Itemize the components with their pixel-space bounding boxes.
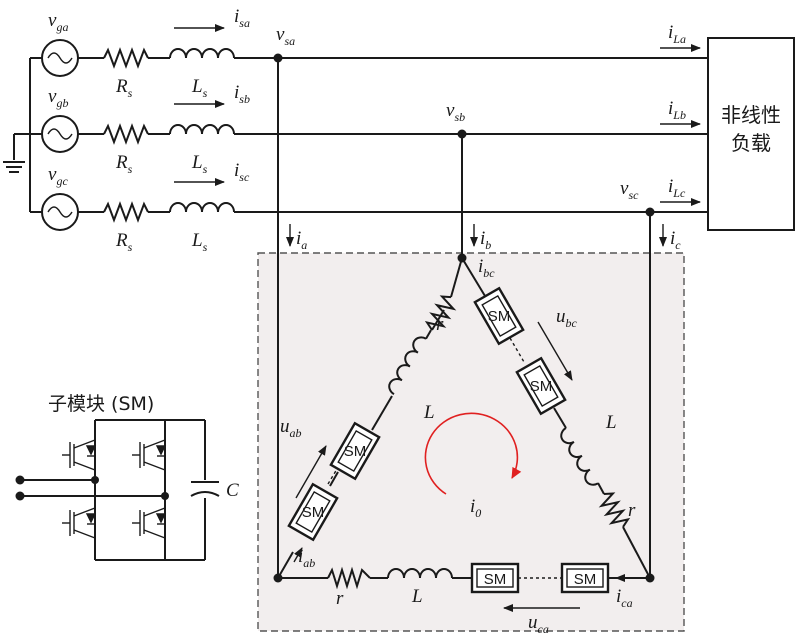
sm-ca-1: SM [574,571,597,588]
label-uab: uab [280,416,302,440]
circulating-current-arrow [424,412,522,495]
label-vga: vga [48,10,68,34]
capacitor-label: C [226,480,239,501]
sm-bc-1: SM [488,308,511,325]
label-r-bc: r [628,500,636,521]
sm-ab-1: SM [302,504,325,521]
label-rs-c: Rs [115,230,133,254]
label-ls-a: Ls [191,76,208,100]
submodule-title: 子模块 (SM) [48,393,154,415]
label-rs-a: Rs [115,76,133,100]
label-isb: isb [234,82,250,106]
sm-ab-2: SM [344,443,367,460]
label-L-ca: L [411,586,423,607]
label-isa: isa [234,6,250,30]
label-ib: ib [480,228,491,252]
label-vsb: vsb [446,100,465,124]
label-ubc: ubc [556,306,578,330]
label-vsa: vsa [276,24,295,48]
label-L-bc: L [605,412,617,433]
label-r-ab: r [436,314,444,335]
label-ia: ia [296,228,307,252]
label-rs-b: Rs [115,152,133,176]
label-ic: ic [670,228,681,252]
load-label-line1: 非线性 [721,103,781,127]
label-uca: uca [528,612,549,636]
label-ilc: iLc [668,176,686,200]
label-vsc: vsc [620,178,639,202]
nonlinear-load-box [707,37,795,231]
sm-bc-2: SM [530,378,553,395]
label-ica: ica [616,586,633,610]
label-L-ab: L [423,402,435,423]
load-label-line2: 负载 [731,131,771,155]
delta-arms: SM SM SM SM [273,253,655,612]
phase-lines [30,24,708,231]
converter-taps [273,53,667,578]
ground-symbol [3,58,31,212]
label-isc: isc [234,160,250,184]
label-i0: i0 [470,496,481,520]
label-vgc: vgc [48,164,68,188]
label-iab: iab [298,546,315,570]
submodule-schematic [15,419,220,561]
label-ls-c: Ls [191,230,208,254]
label-ibc: ibc [478,256,495,280]
label-ila: iLa [668,22,686,46]
label-ilb: iLb [668,98,686,122]
sm-ca-2: SM [484,571,507,588]
label-ls-b: Ls [191,152,208,176]
label-r-ca: r [336,588,344,609]
label-vgb: vgb [48,86,68,110]
